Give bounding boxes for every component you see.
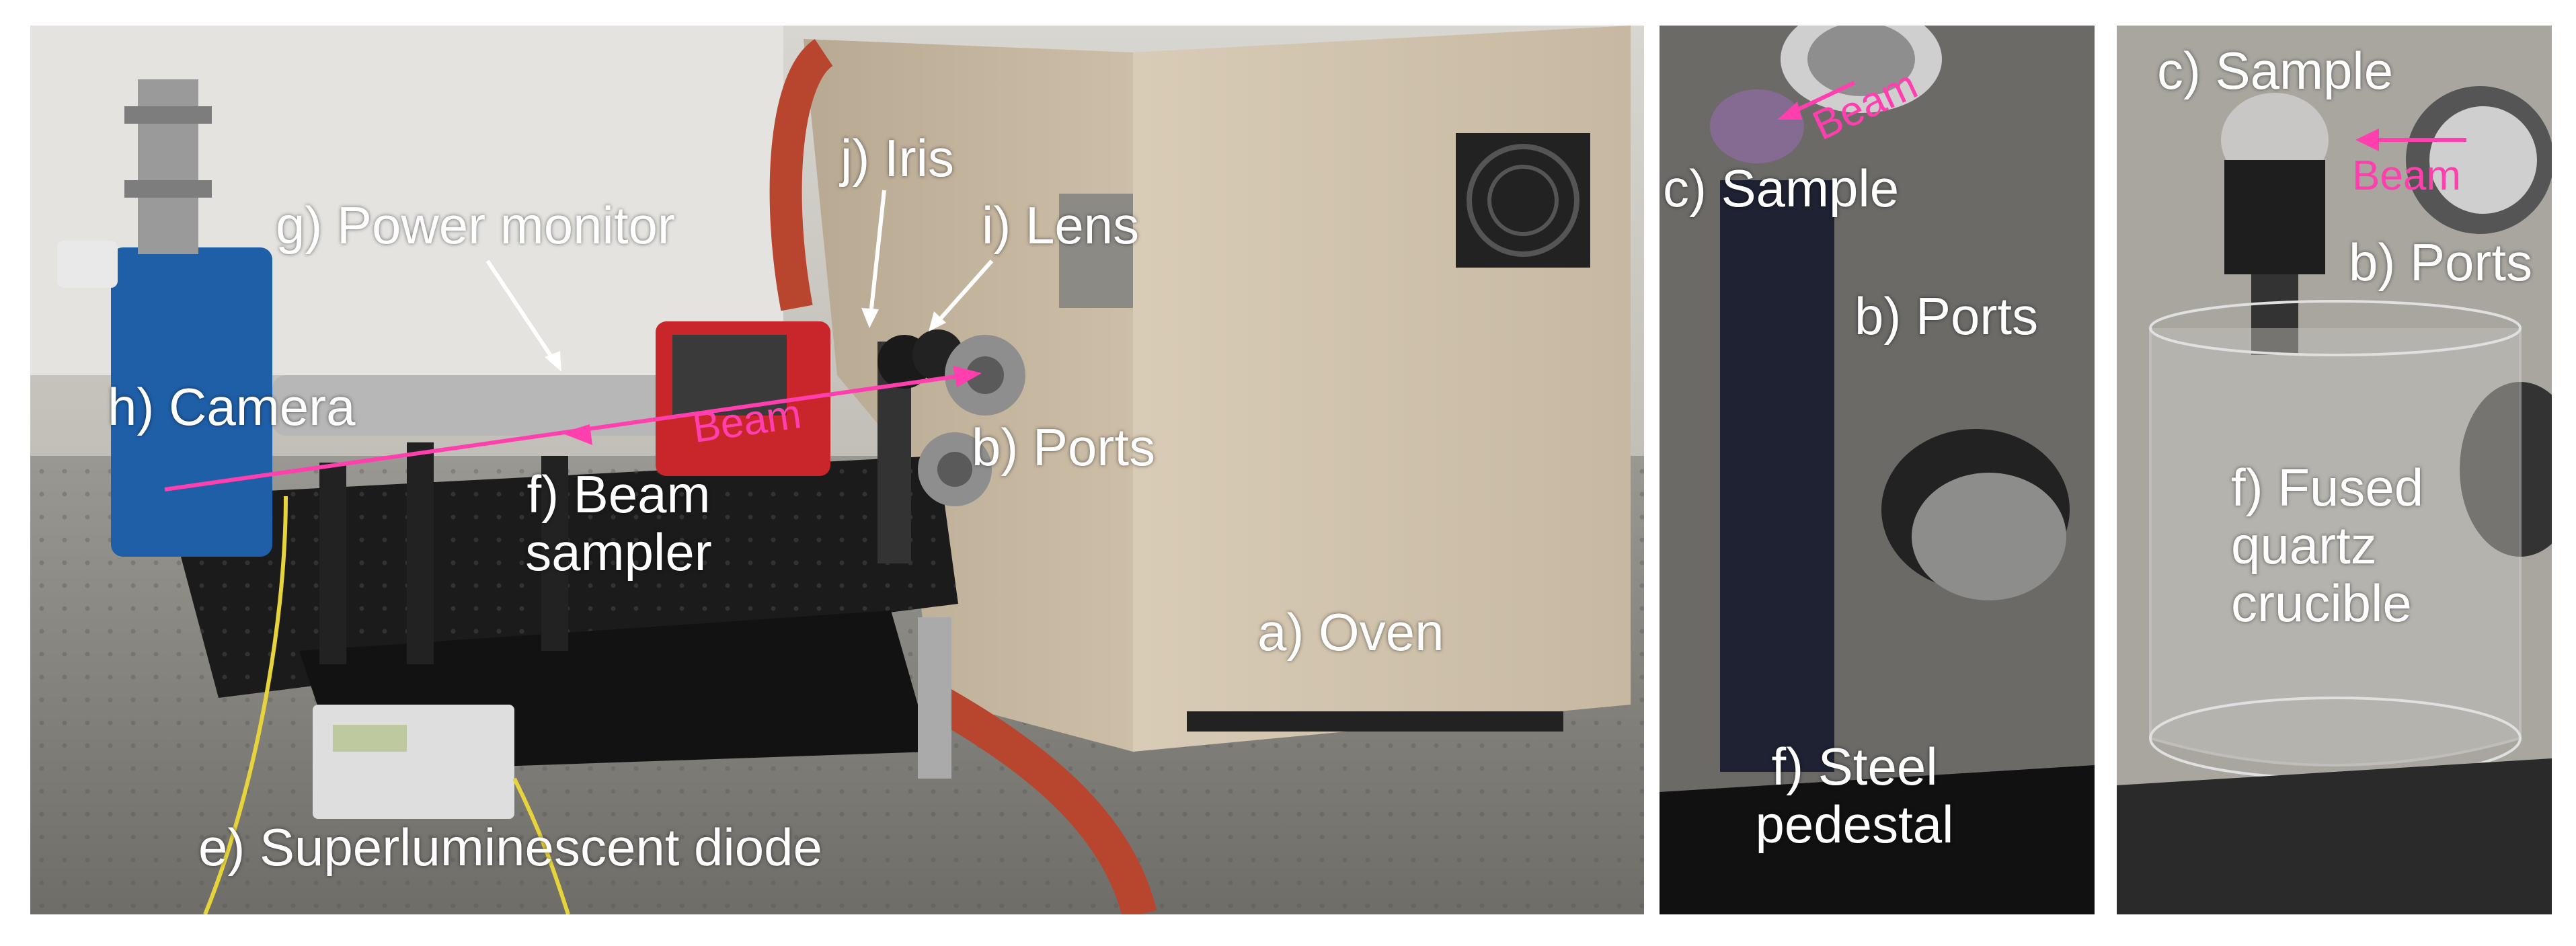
label-power-monitor: g) Power monitor	[276, 196, 675, 255]
label-right-ports: b) Ports	[2349, 233, 2533, 292]
oven-fan	[1456, 133, 1590, 268]
label-mid-pedestal-line1: f) Steel	[1771, 737, 1938, 796]
label-oven: a) Oven	[1257, 602, 1444, 662]
crucible-base	[2117, 758, 2552, 914]
steel-pedestal-photo: Beam c) Sample b) Ports f) Steel pedesta…	[1660, 26, 2095, 914]
sample-disk	[1710, 89, 1804, 163]
label-lens: i) Lens	[982, 196, 1140, 255]
label-beam-sampler-line1: f) Beam	[526, 465, 711, 524]
label-right-crucible-line1: f) Fused	[2231, 458, 2424, 517]
sample-holder	[2224, 160, 2325, 274]
label-camera: h) Camera	[108, 377, 356, 436]
label-mid-sample: c) Sample	[1663, 159, 1900, 218]
label-right-crucible-line2: quartz	[2231, 515, 2377, 575]
quartz-crucible-photo: c) Sample Beam b) Ports f) Fused quartz …	[2117, 26, 2552, 914]
label-beam-sampler: f) Beam sampler	[498, 465, 740, 582]
oven-base-strip	[1187, 711, 1563, 732]
steel-pedestal-scene	[1660, 26, 2095, 914]
heating-hose	[769, 39, 834, 311]
beam-arrow-head-left	[561, 424, 592, 445]
mid-beam-arrowhead	[1777, 102, 1802, 120]
label-mid-pedestal: f) Steel pedestal	[1737, 738, 1972, 854]
label-mid-ports: b) Ports	[1855, 286, 2039, 346]
sld-unit	[313, 705, 514, 819]
label-right-crucible-line3: crucible	[2231, 573, 2412, 633]
label-mid-pedestal-line2: pedestal	[1755, 794, 1954, 854]
quartz-crucible	[2149, 328, 2522, 766]
pedestal-base	[1660, 765, 2095, 914]
quartz-crucible-scene	[2117, 26, 2552, 914]
beam-arrow-head-right	[953, 366, 982, 387]
label-ports: b) Ports	[972, 418, 1156, 477]
lab-setup-scene	[30, 26, 1644, 914]
label-beam-sampler-line2: sampler	[525, 522, 712, 582]
label-diode: e) Superluminescent diode	[198, 818, 822, 877]
right-beam-arrowhead	[2355, 128, 2379, 151]
lab-setup-photo: g) Power monitor j) Iris i) Lens h) Came…	[30, 26, 1644, 914]
label-right-sample: c) Sample	[2157, 41, 2394, 100]
label-right-beam: Beam	[2352, 153, 2461, 199]
label-iris: j) Iris	[841, 128, 954, 188]
steel-pedestal	[1720, 180, 1834, 772]
label-right-crucible: f) Fused quartz crucible	[2231, 459, 2446, 632]
power-monitor-tube	[272, 375, 689, 436]
